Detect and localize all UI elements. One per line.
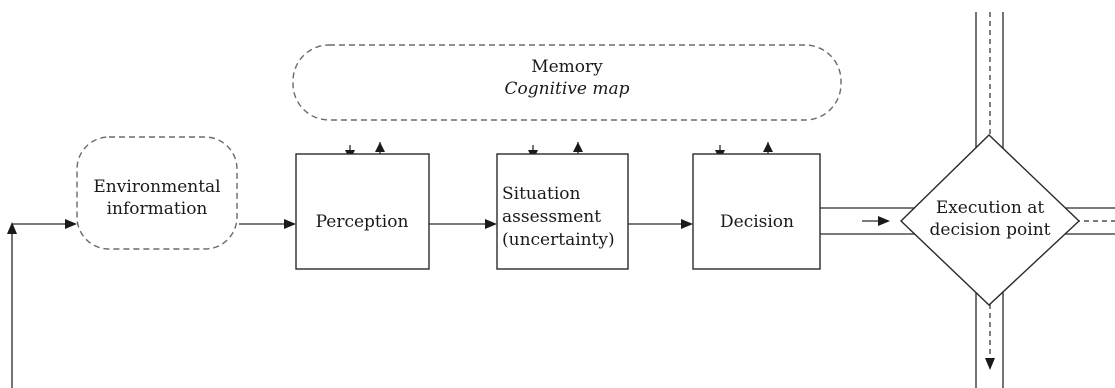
perception-to-situation-arrowhead — [485, 219, 497, 229]
execution-diamond — [899, 134, 1081, 306]
memory-title: Memory — [531, 57, 603, 77]
environmental-information-line2: information — [107, 199, 208, 219]
perception-label: Perception — [316, 212, 409, 232]
perception-to-memory-arrowhead — [375, 142, 385, 152]
situation-to-memory-arrowhead — [573, 142, 583, 152]
perception-box — [295, 153, 430, 270]
decision-node: Decision — [692, 153, 821, 270]
situation-assessment-line1: Situation — [502, 184, 581, 204]
memory-subtitle: Cognitive map — [505, 79, 630, 99]
decision-to-execution-arrowhead — [878, 216, 890, 226]
situation-assessment-node: Situation assessment (uncertainty) — [496, 153, 629, 270]
execution-line1: Execution at — [936, 198, 1045, 218]
decision-box — [692, 153, 821, 270]
memory-outline — [292, 44, 842, 121]
memory-node: Memory Cognitive map — [292, 44, 842, 121]
road-down-arrowhead — [985, 358, 995, 370]
environmental-information-line1: Environmental — [93, 177, 220, 197]
perception-node: Perception — [295, 153, 430, 270]
situation-assessment-box — [496, 153, 629, 270]
execution-line2: decision point — [930, 220, 1051, 240]
situation-assessment-line3: (uncertainty) — [502, 230, 615, 250]
execution-node: Execution at decision point — [899, 134, 1081, 306]
decision-label: Decision — [720, 212, 794, 232]
environmental-information-outline — [76, 136, 238, 250]
env-to-perception-arrowhead — [284, 219, 296, 229]
situation-assessment-line2: assessment — [502, 207, 601, 227]
flow-arrows — [7, 216, 890, 388]
situation-to-decision-arrowhead — [681, 219, 693, 229]
environmental-information-node: Environmental information — [76, 136, 238, 250]
decision-to-memory-arrowhead — [763, 142, 773, 152]
feedback-up-arrowhead — [7, 222, 17, 234]
feedback-to-env-arrowhead — [65, 219, 77, 229]
